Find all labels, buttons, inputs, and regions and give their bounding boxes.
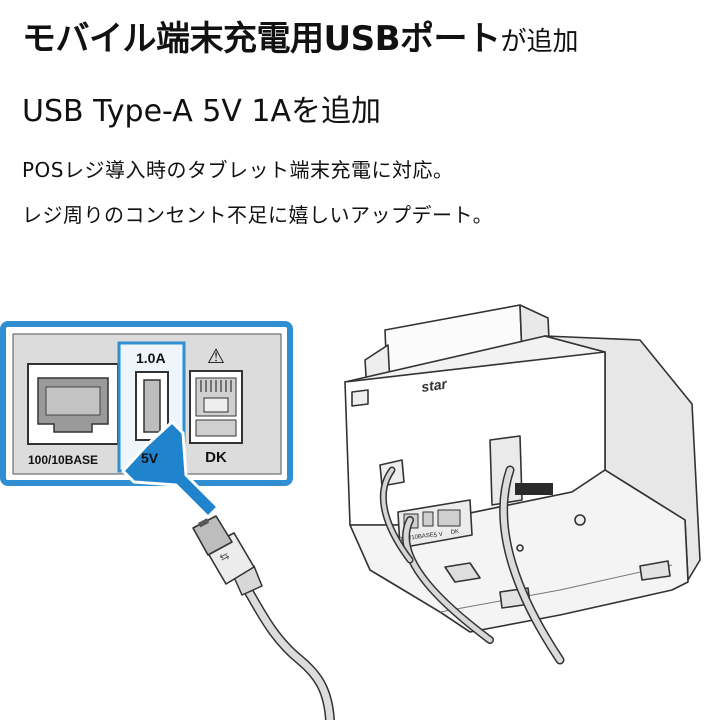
warning-icon: ⚠ [207,346,225,368]
body-line-2: レジ周りのコンセント不足に嬉しいアップデート。 [22,203,494,227]
printer-lan-label: 100/10BASE [399,532,434,543]
headline: モバイル端末充電用USBポートが追加 [22,22,579,56]
printer-usb-label: 5 V [433,532,443,539]
port-callout [0,321,293,519]
headline-light: が追加 [500,27,579,57]
body-line-1: POSレジ導入時のタブレット端末充電に対応。 [22,158,454,182]
usb-cable-connector: ⇆ [192,515,335,720]
inset-usb-rating: 1.0A [136,350,166,366]
inset-dk-label: DK [205,449,227,466]
headline-bold: モバイル端末充電用USBポート [22,19,501,59]
printer-brand-logo: star [420,375,449,395]
printer-cables [379,465,565,665]
inset-usb-label: 5V [141,450,159,466]
printer-dk-label: DK [450,529,459,536]
subheadline: USB Type-A 5V 1Aを追加 [22,94,382,129]
inset-lan-label: 100/10BASE [28,453,98,467]
